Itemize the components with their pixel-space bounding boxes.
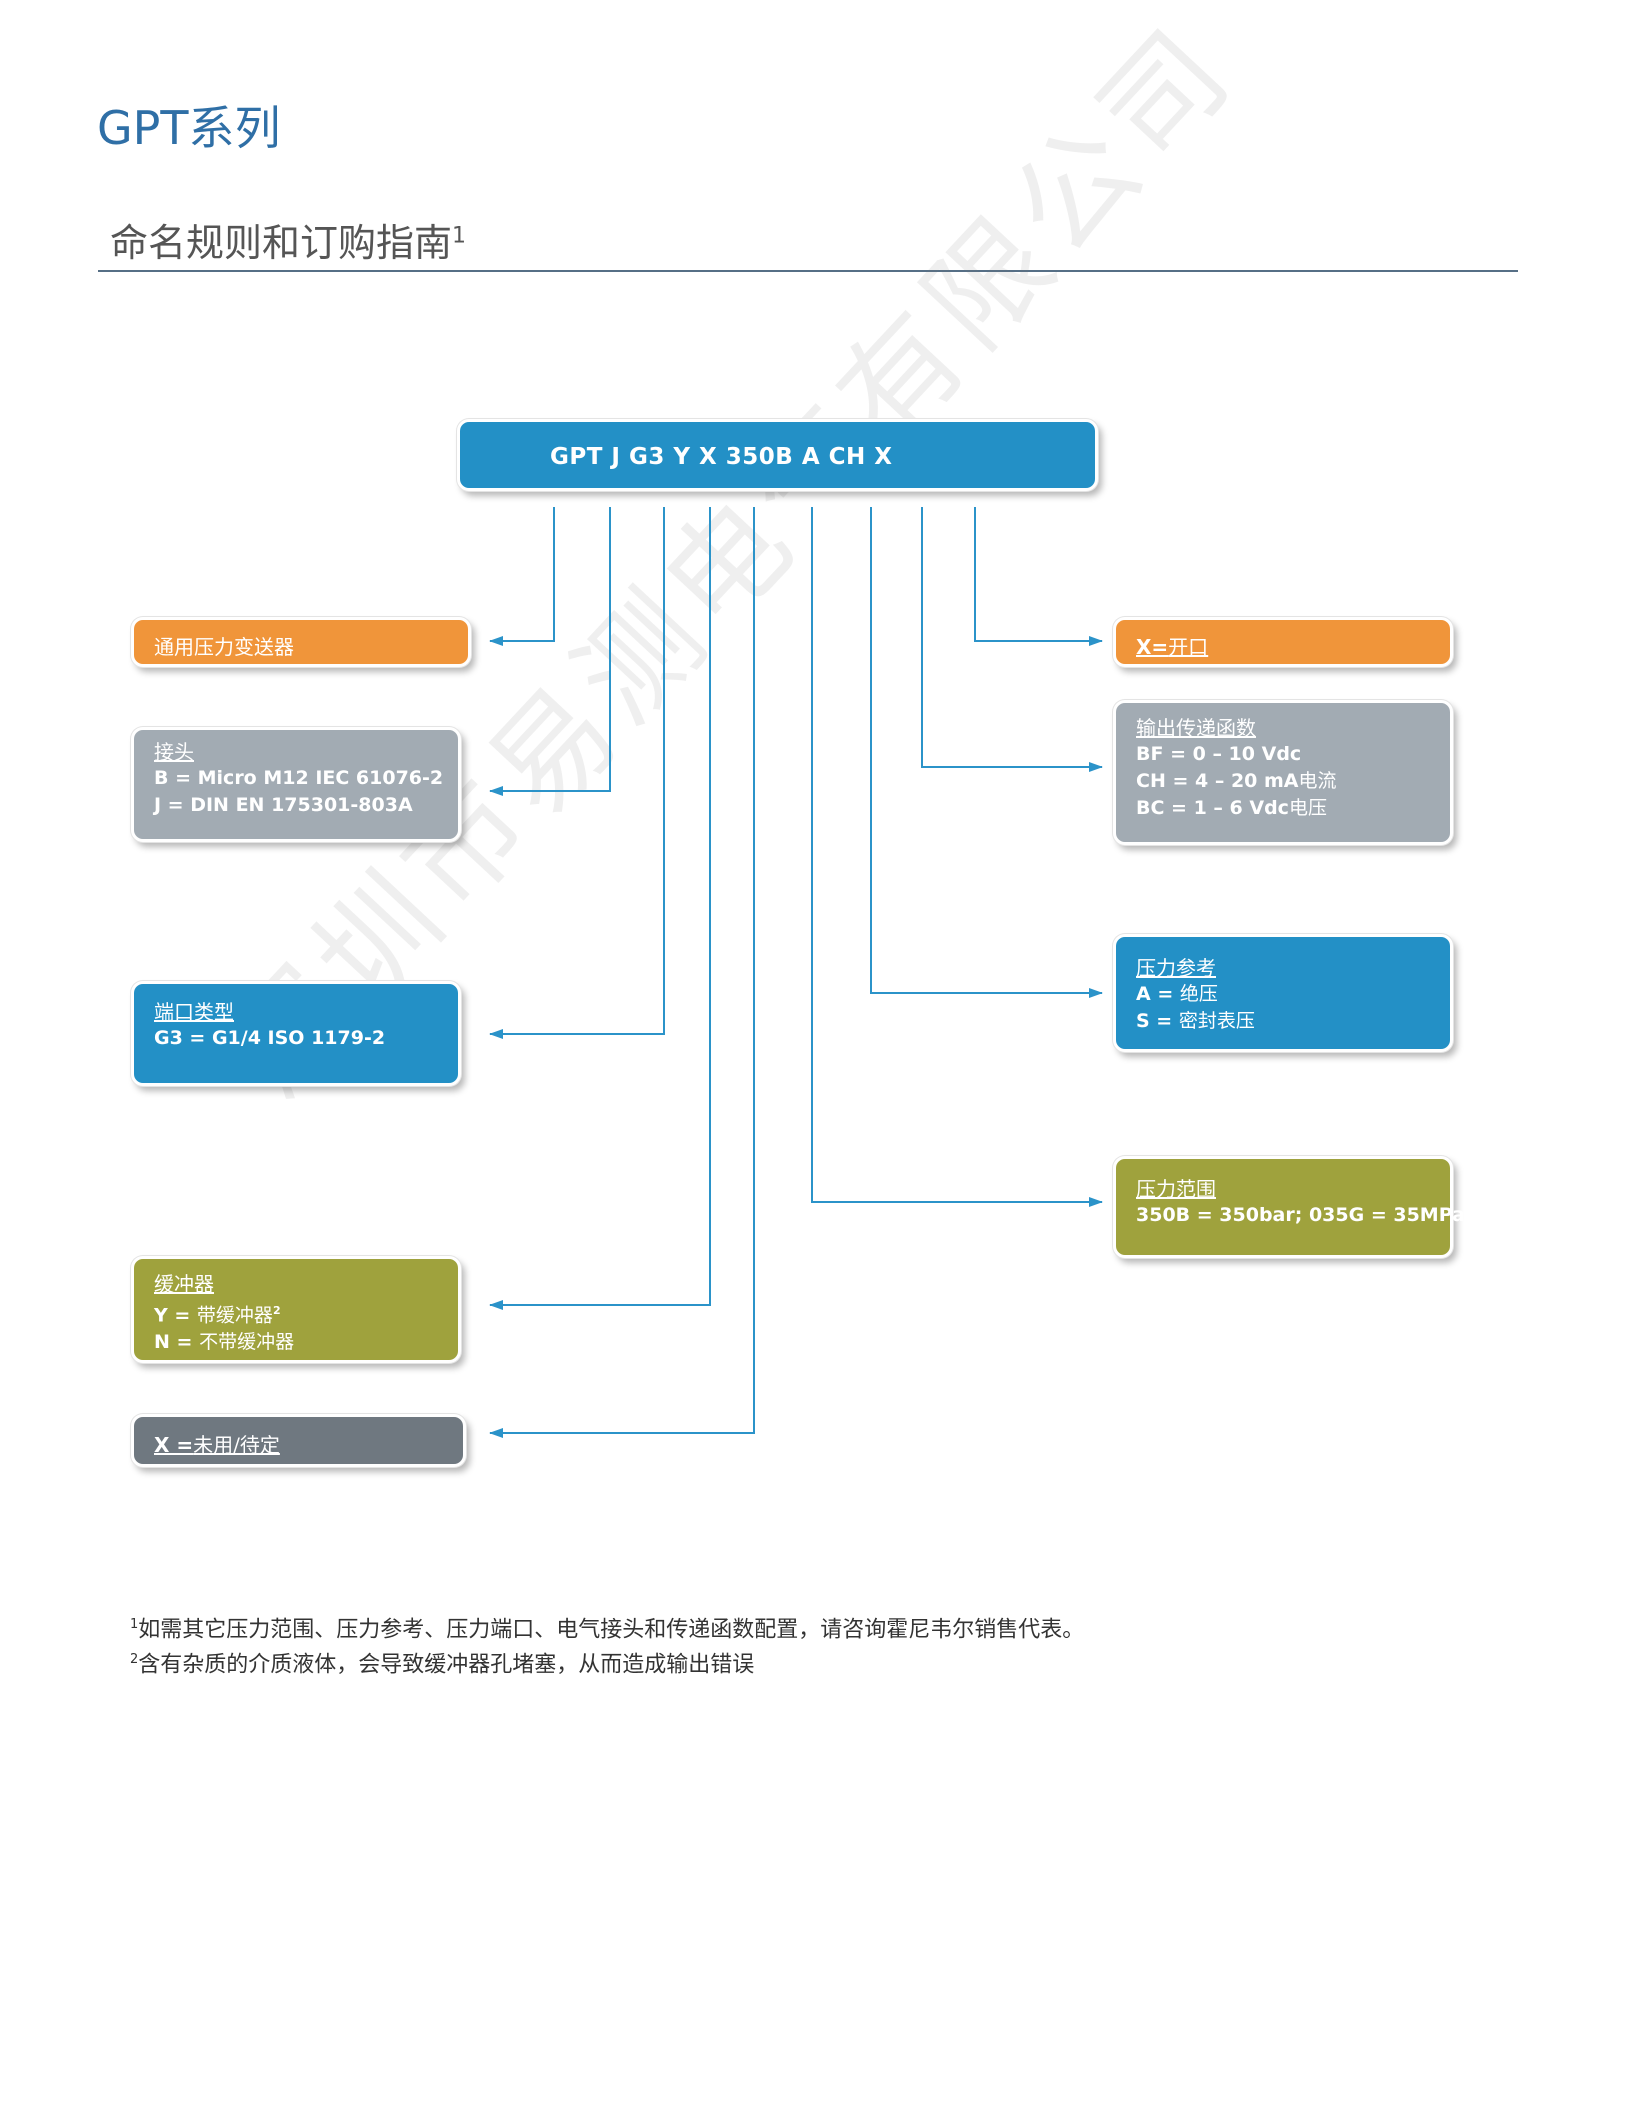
section-title-text: 命名规则和订购指南 xyxy=(110,221,453,265)
port-type-heading: 端口类型 xyxy=(154,1000,234,1024)
reference-option-s-text: 密封表压 xyxy=(1178,1010,1255,1032)
connector-option-b: B = Micro M12 IEC 61076-2 xyxy=(154,767,444,789)
reference-option-a: A = 绝压 xyxy=(1136,981,1255,1008)
transfer-option-ch-text: 电流 xyxy=(1298,770,1337,792)
port-type-box: 端口类型 G3 = G1/4 ISO 1179-2 xyxy=(131,981,461,1086)
open-box: X=开口 xyxy=(1113,617,1453,667)
connector-reference xyxy=(870,507,1103,998)
pressure-reference-box: 压力参考 A = 绝压 S = 密封表压 xyxy=(1113,934,1453,1052)
connector-port xyxy=(489,507,665,1039)
open-code: X= xyxy=(1136,635,1169,659)
reference-option-s-code: S = xyxy=(1136,1010,1179,1032)
series-title: GPT系列 xyxy=(97,101,281,155)
pressure-range-heading: 压力范围 xyxy=(1136,1177,1216,1201)
snubber-heading: 缓冲器 xyxy=(154,1272,214,1296)
transfer-option-bf: BF = 0 – 10 Vdc xyxy=(1136,743,1302,765)
connector-open xyxy=(974,507,1103,646)
snubber-option-n-text: 不带缓冲器 xyxy=(199,1331,295,1354)
header-rule xyxy=(98,270,1518,272)
connector-heading: 接头 xyxy=(154,740,194,764)
transfer-option-ch-code: CH = 4 – 20 mA xyxy=(1136,770,1299,792)
transfer-function-box: 输出传递函数 BF = 0 – 10 Vdc CH = 4 – 20 mA电流 … xyxy=(1113,700,1453,845)
reference-option-s: S = 密封表压 xyxy=(1136,1008,1255,1035)
pressure-reference-heading: 压力参考 xyxy=(1136,956,1216,980)
section-title-footnote-mark: 1 xyxy=(452,223,467,249)
snubber-option-y: Y = 带缓冲器2 xyxy=(154,1297,294,1329)
model-code-box: GPT J G3 Y X 350B A CH X xyxy=(457,419,1098,491)
snubber-option-n-code: N = xyxy=(154,1331,200,1354)
unused-box: X =未用/待定 xyxy=(131,1414,466,1467)
connector-product xyxy=(489,507,555,646)
open-text: 开口 xyxy=(1168,635,1209,659)
transfer-option-ch: CH = 4 – 20 mA电流 xyxy=(1136,768,1337,795)
snubber-box: 缓冲器 Y = 带缓冲器2 N = 不带缓冲器 xyxy=(131,1256,461,1363)
product-type-box: 通用压力变送器 xyxy=(131,617,471,667)
section-title: 命名规则和订购指南1 xyxy=(110,212,466,267)
connector-unused xyxy=(489,507,755,1438)
footnotes: 1如需其它压力范围、压力参考、压力端口、电气接头和传递函数配置，请咨询霍尼韦尔销… xyxy=(130,1610,1084,1681)
connector-range xyxy=(811,507,1103,1207)
snubber-option-y-code: Y = xyxy=(154,1304,197,1327)
pressure-range-option: 350B = 350bar; 035G = 35MPa xyxy=(1136,1204,1465,1226)
footnote-2-mark: 2 xyxy=(130,1652,139,1668)
transfer-function-heading: 输出传递函数 xyxy=(1136,716,1256,740)
reference-option-a-code: A = xyxy=(1136,983,1180,1005)
connector-box: 接头 B = Micro M12 IEC 61076-2 J = DIN EN … xyxy=(131,727,461,842)
connector-connector xyxy=(489,507,611,796)
snubber-option-y-text: 带缓冲器 xyxy=(196,1304,273,1327)
transfer-option-bc-code: BC = 1 – 6 Vdc xyxy=(1136,797,1289,819)
product-type-label: 通用压力变送器 xyxy=(154,635,294,659)
unused-text: 未用/待定 xyxy=(193,1433,280,1457)
footnote-2: 2含有杂质的介质液体，会导致缓冲器孔堵塞，从而造成输出错误 xyxy=(130,1645,1084,1680)
footnote-1-mark: 1 xyxy=(130,1617,139,1632)
connector-transfer xyxy=(921,507,1103,772)
footnote-2-text: 含有杂质的介质液体，会导致缓冲器孔堵塞，从而造成输出错误 xyxy=(138,1652,755,1678)
footnote-1: 1如需其它压力范围、压力参考、压力端口、电气接头和传递函数配置，请咨询霍尼韦尔销… xyxy=(130,1610,1084,1645)
transfer-option-bc: BC = 1 – 6 Vdc电压 xyxy=(1136,795,1337,822)
snubber-option-n: N = 不带缓冲器 xyxy=(154,1329,294,1356)
footnote-1-text: 如需其它压力范围、压力参考、压力端口、电气接头和传递函数配置，请咨询霍尼韦尔销售… xyxy=(138,1617,1085,1643)
open-label: X=开口 xyxy=(1136,631,1208,660)
unused-label: X =未用/待定 xyxy=(154,1429,280,1458)
connector-snubber xyxy=(489,507,711,1310)
snubber-footnote-mark: 2 xyxy=(272,1304,281,1317)
transfer-option-bc-text: 电压 xyxy=(1288,797,1327,819)
model-code: GPT J G3 Y X 350B A CH X xyxy=(550,444,893,470)
reference-option-a-text: 绝压 xyxy=(1179,983,1218,1005)
pressure-range-box: 压力范围 350B = 350bar; 035G = 35MPa xyxy=(1113,1156,1465,1258)
port-type-option-g3: G3 = G1/4 ISO 1179-2 xyxy=(154,1027,386,1049)
unused-code: X = xyxy=(154,1433,194,1457)
connector-option-j: J = DIN EN 175301-803A xyxy=(154,794,413,816)
